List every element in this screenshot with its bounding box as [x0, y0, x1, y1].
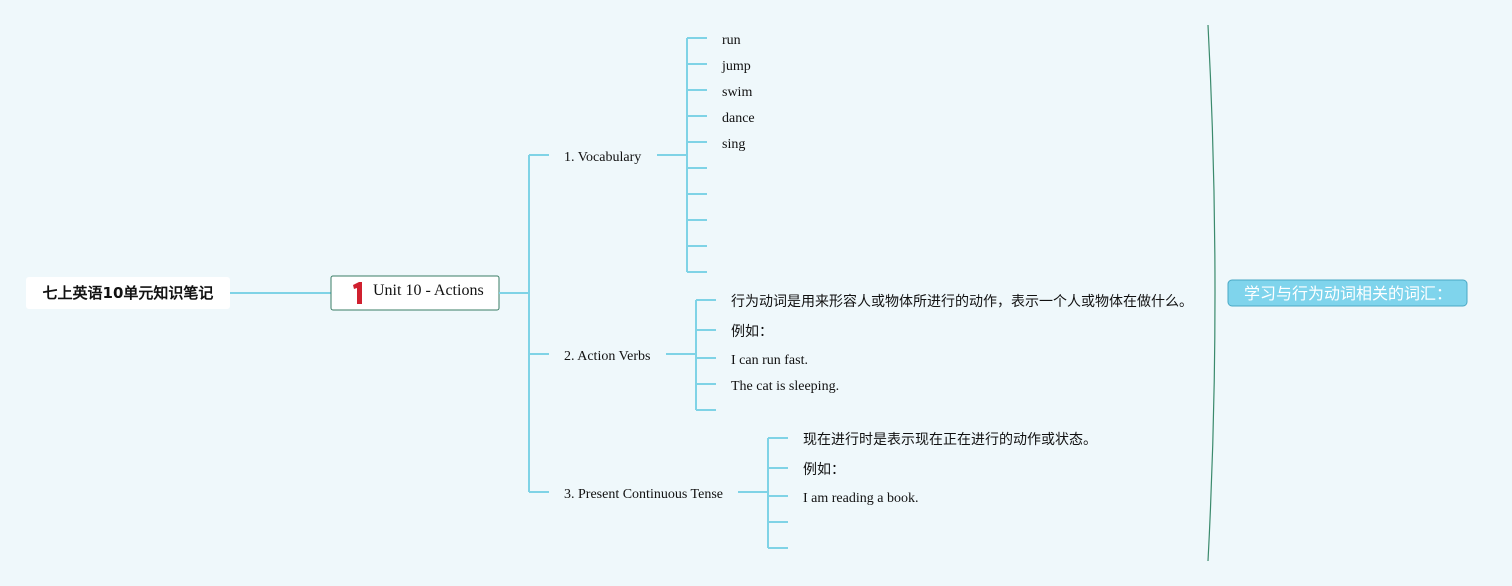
vocab-item[interactable]: sing [722, 137, 745, 152]
branch-vocabulary: 1. Vocabulary run jump swim dance sing [529, 33, 755, 273]
vocab-item[interactable]: dance [722, 111, 755, 126]
present-continuous-definition[interactable]: 现在进行时是表示现在正在进行的动作或状态。 [803, 432, 1097, 448]
action-verbs-example-label[interactable]: 例如： [731, 324, 773, 340]
unit-node[interactable]: Unit 10 - Actions [330, 275, 500, 311]
root-node[interactable]: 七上英语10单元知识笔记 [26, 277, 230, 309]
vocab-item[interactable]: run [722, 33, 741, 48]
branch-label-vocabulary[interactable]: 1. Vocabulary [564, 150, 641, 165]
action-verbs-example[interactable]: I can run fast. [731, 353, 808, 368]
unit-title: Unit 10 - Actions [373, 282, 484, 299]
summary-node[interactable]: 学习与行为动词相关的词汇： [1227, 279, 1468, 307]
vocab-item[interactable]: jump [721, 59, 751, 74]
summary-brace [1207, 24, 1216, 562]
branch-present-continuous: 3. Present Continuous Tense 现在进行时是表示现在正在… [529, 432, 1097, 549]
action-verbs-definition[interactable]: 行为动词是用来形容人或物体所进行的动作，表示一个人或物体在做什么。 [731, 293, 1193, 310]
present-continuous-example-label[interactable]: 例如： [803, 462, 845, 478]
branch-label-present-continuous[interactable]: 3. Present Continuous Tense [564, 487, 723, 502]
present-continuous-example[interactable]: I am reading a book. [803, 491, 918, 506]
action-verbs-example[interactable]: The cat is sleeping. [731, 379, 839, 394]
branch-label-action-verbs[interactable]: 2. Action Verbs [564, 349, 650, 364]
summary-text: 学习与行为动词相关的词汇： [1244, 284, 1452, 303]
priority-1-icon [353, 282, 362, 304]
branch-action-verbs: 2. Action Verbs 行为动词是用来形容人或物体所进行的动作，表示一个… [529, 293, 1193, 411]
vocab-item[interactable]: swim [722, 85, 752, 100]
root-title: 七上英语10单元知识笔记 [43, 284, 214, 302]
